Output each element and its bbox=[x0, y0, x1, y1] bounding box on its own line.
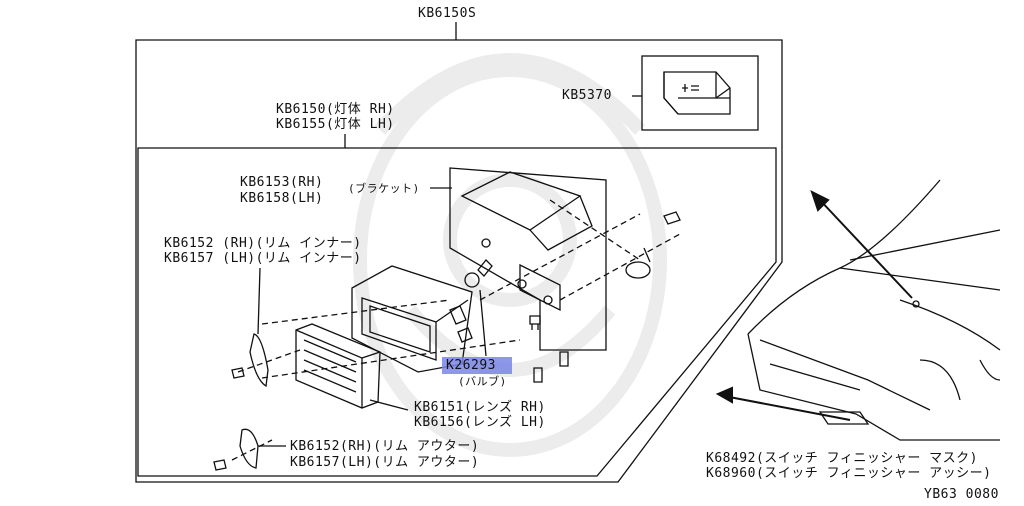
assembly-code: KB6150S bbox=[418, 6, 477, 21]
switch-icon bbox=[663, 71, 731, 115]
rim-inner bbox=[249, 333, 269, 388]
lens-rh: KB6151(レンズ RH) bbox=[414, 400, 546, 415]
rim-outer-lh: KB6157(LH)(リム アウター) bbox=[290, 455, 480, 470]
lens bbox=[295, 323, 381, 409]
bracket-name: (ブラケット) bbox=[348, 182, 420, 195]
figure-id: YB63 0080 bbox=[924, 487, 999, 502]
bulb-icon bbox=[464, 259, 493, 288]
car-outline bbox=[747, 179, 1001, 441]
rim-outer-rh: KB6152(RH)(リム アウター) bbox=[290, 439, 480, 454]
switch-finisher-mask: K68492(スイッチ フィニッシャー マスク) bbox=[706, 451, 979, 466]
rim-inner-lh: KB6157 (LH)(リム インナー) bbox=[164, 251, 362, 266]
switch-finisher-assy: K68960(スイッチ フィニッシャー アッシー) bbox=[706, 466, 992, 481]
bracket-panel bbox=[449, 167, 607, 351]
switch-box bbox=[641, 55, 759, 131]
lamp-body-lh: KB6155(灯体 LH) bbox=[276, 117, 395, 132]
clip-icon bbox=[625, 261, 651, 279]
bracket-rh: KB6153(RH) bbox=[240, 175, 324, 190]
lamp-body-outline bbox=[137, 147, 777, 477]
rim-outer bbox=[239, 428, 259, 469]
lens-lh: KB6156(レンズ LH) bbox=[414, 415, 546, 430]
bracket-lh: KB6158(LH) bbox=[240, 191, 324, 206]
lamp-body-rh: KB6150(灯体 RH) bbox=[276, 102, 395, 117]
assembly-outline bbox=[135, 39, 783, 483]
bulb-code: K26293 bbox=[446, 358, 496, 373]
switch-code: KB5370 bbox=[562, 88, 612, 103]
arrows bbox=[715, 190, 913, 421]
bulb-code-part2: 93 bbox=[479, 358, 496, 373]
rim-inner-rh: KB6152 (RH)(リム インナー) bbox=[164, 236, 362, 251]
bulb-code-highlight bbox=[442, 357, 512, 374]
bulb-name: (バルブ) bbox=[458, 375, 507, 388]
bulb-code-part1: K262 bbox=[446, 358, 480, 373]
